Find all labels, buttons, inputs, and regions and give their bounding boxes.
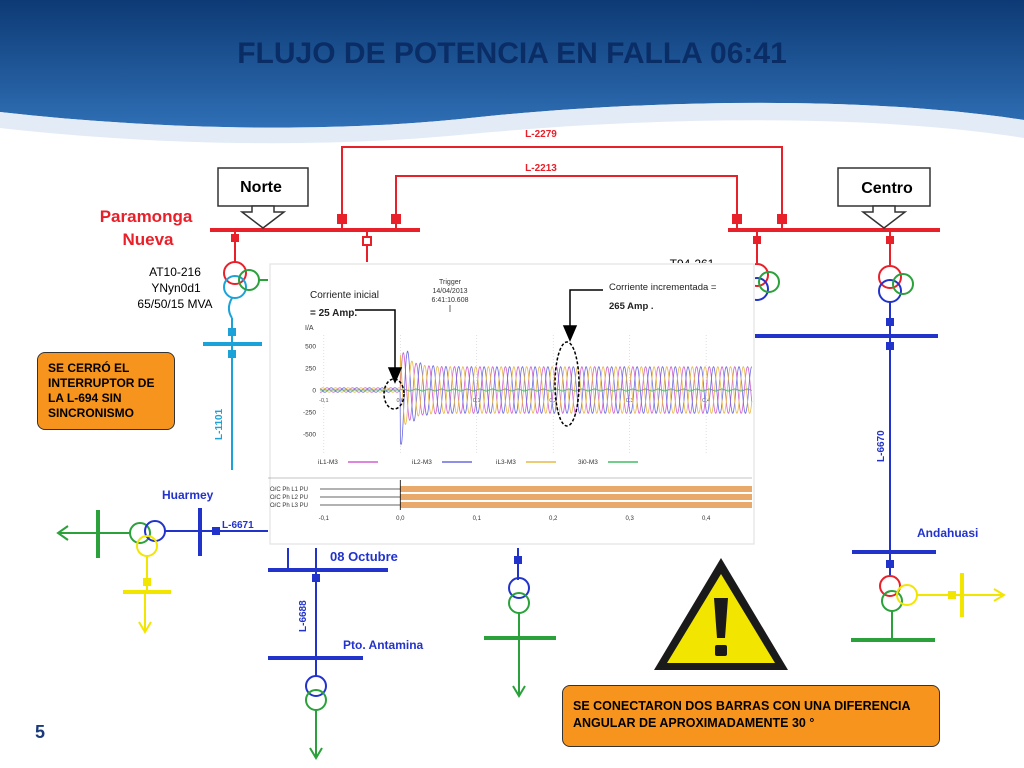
at10-name: AT10-216: [149, 265, 201, 279]
at10-connection: YNyn0d1: [151, 281, 201, 295]
warning-sign: [647, 548, 795, 680]
x-tick-label: 0,1: [473, 398, 481, 404]
y-tick-label: 0: [312, 388, 316, 395]
digital-active-bar: [400, 502, 752, 508]
digital-active-bar: [400, 494, 752, 500]
line-l2213: [395, 175, 738, 230]
x-tick-label-digital: 0,3: [625, 516, 634, 522]
line-l6670-label: L-6670: [876, 430, 887, 462]
pto-antamina-label: Pto. Antamina: [343, 638, 424, 652]
x-tick-label-digital: -0,1: [319, 516, 330, 522]
trace-3i0-M3: [320, 388, 752, 392]
octubre-label: 08 Octubre: [330, 549, 398, 564]
norte-label: Norte: [240, 179, 282, 196]
line-l2213-label: L-2213: [525, 163, 557, 174]
trigger-label: Trigger: [439, 279, 462, 286]
y-tick-label: -250: [303, 410, 316, 417]
trace-iL1-M3: [319, 352, 753, 421]
andahuasi-label: Andahuasi: [917, 526, 978, 540]
y-tick-label: 500: [305, 344, 316, 351]
note-angular-difference: SE CONECTARON DOS BARRAS CON UNA DIFEREN…: [562, 685, 940, 747]
huarmey-label: Huarmey: [162, 488, 214, 502]
oscillography-traces: [319, 350, 753, 446]
legend-label: iL1-M3: [318, 459, 338, 466]
x-tick-label-digital: 0,2: [549, 516, 558, 522]
digital-channel-label: O/C Ph L2 PU: [270, 495, 308, 501]
x-tick-label: 0,2: [549, 398, 557, 404]
oscillography-legend: iL1-M3 iL2-M3 iL3-M3 3i0-M3: [318, 459, 638, 466]
note-breaker-closed: SE CERRÓ EL INTERRUPTOR DE LA L-694 SIN …: [37, 352, 175, 430]
centro-label: Centro: [861, 180, 913, 197]
digital-channel-label: O/C Ph L1 PU: [270, 487, 308, 493]
digital-channel-label: O/C Ph L3 PU: [270, 503, 308, 509]
legend-label: iL2-M3: [412, 459, 432, 466]
header-band: [0, 0, 1024, 144]
transformer-centro: [878, 232, 914, 336]
y-unit-label: I/A: [305, 325, 314, 332]
initial-current-pointer: [355, 309, 405, 410]
line-l1101-label: L-1101: [214, 408, 225, 440]
at10-rating: 65/50/15 MVA: [137, 297, 212, 311]
trigger-date: 14/04/2013: [432, 288, 467, 295]
oscillography-panel: Trigger 14/04/2013 6:41:10.608 Corriente…: [268, 263, 755, 548]
slide-title: FLUJO DE POTENCIA EN FALLA 06:41: [237, 37, 787, 70]
line-l6671-label: L-6671: [222, 520, 254, 531]
huarmey-station: [56, 508, 272, 634]
andahuasi-station: [851, 550, 1006, 642]
pto-antamina-station: [268, 656, 363, 760]
increased-current-pointer: [554, 289, 603, 427]
line-l2279: [341, 146, 783, 230]
x-tick-label-digital: 0,1: [473, 516, 482, 522]
x-tick-label: 0,3: [626, 398, 634, 404]
trace-iL3-M3: [319, 354, 753, 425]
x-tick-label-digital: 0,0: [396, 516, 405, 522]
legend-label: iL3-M3: [496, 459, 516, 466]
page-number: 5: [35, 722, 45, 742]
trigger-time: 6:41:10.608: [432, 297, 469, 304]
digital-active-bar: [400, 486, 752, 492]
line-l2279-label: L-2279: [525, 129, 557, 140]
digital-channels: O/C Ph L1 PU O/C Ph L2 PU O/C Ph L3 PU: [268, 477, 752, 510]
feeder-paramonga-2: [362, 232, 372, 262]
line-l6670: [744, 336, 894, 552]
transformer-at10: [223, 232, 272, 343]
warning-triangle-icon: [654, 558, 788, 670]
bus-octubre: [268, 548, 388, 660]
increased-current-line1: Corriente incrementada =: [609, 282, 717, 293]
middle-feeder: [484, 548, 556, 698]
breakers-220: [337, 214, 787, 224]
line-l6688-label: L-6688: [298, 600, 309, 632]
initial-current-line2: = 25 Amp.: [310, 308, 357, 319]
y-tick-label: 250: [305, 366, 316, 373]
initial-current-line1: Corriente inicial: [310, 290, 379, 301]
legend-label: 3i0-M3: [578, 459, 598, 466]
y-tick-label: -500: [303, 432, 316, 439]
x-tick-label: 0,4: [702, 398, 710, 404]
nueva-label: Nueva: [122, 230, 174, 249]
paramonga-label: Paramonga: [100, 207, 193, 226]
line-l1101: [228, 346, 236, 470]
norte-box: Norte: [217, 167, 309, 229]
increased-current-line2: 265 Amp .: [609, 301, 654, 312]
x-tick-label: -0,1: [319, 398, 328, 404]
x-tick-label-digital: 0,4: [702, 516, 711, 522]
centro-box: Centro: [837, 167, 931, 229]
